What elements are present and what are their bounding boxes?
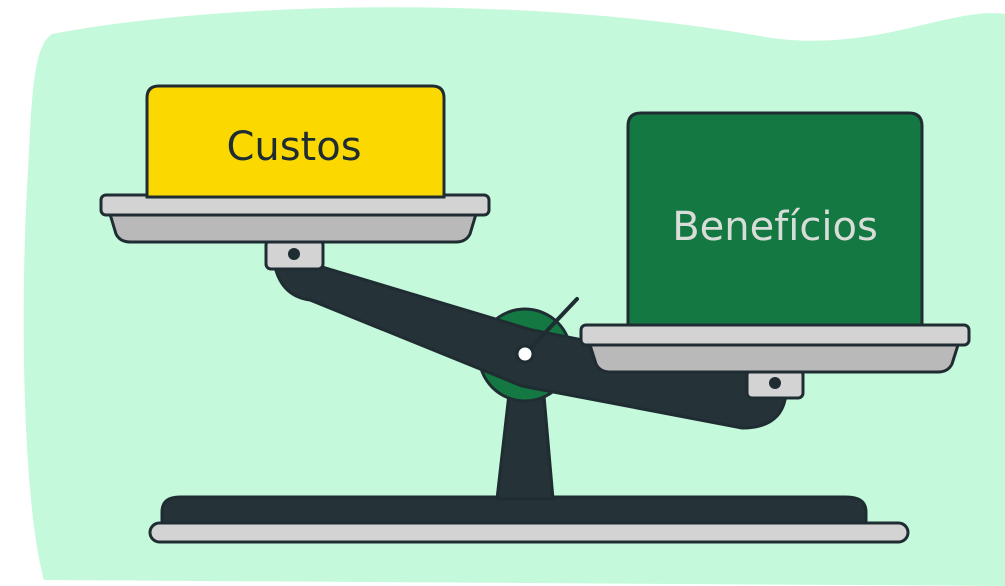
left-pan-clamp (264, 238, 325, 271)
pivot-dot (515, 344, 535, 364)
benefits-box: Benefícios (626, 111, 924, 329)
costs-label: Custos (226, 124, 361, 170)
benefits-label: Benefícios (672, 204, 878, 250)
costs-box: Custos (145, 84, 446, 199)
scale-needle (523, 297, 579, 356)
scale-base (148, 495, 910, 544)
right-pan (579, 323, 971, 374)
left-pan (99, 193, 491, 244)
right-pan-clamp (745, 368, 805, 400)
